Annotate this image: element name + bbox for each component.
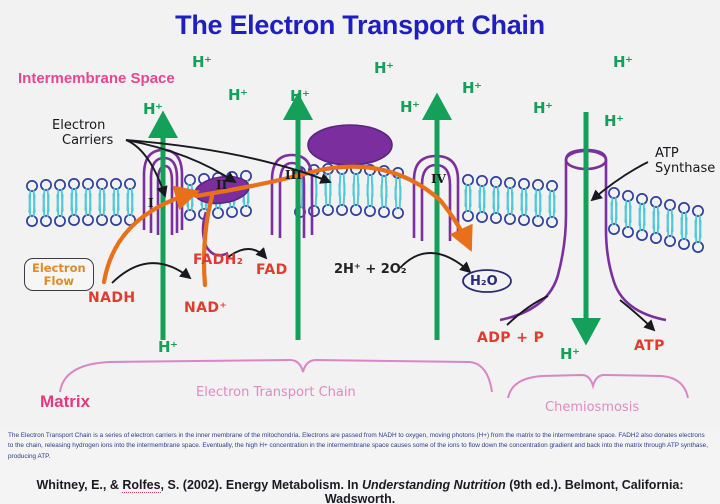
- proton-label: H⁺: [374, 59, 394, 77]
- complex-label-IV: IV: [431, 172, 446, 186]
- proton-label: H⁺: [228, 86, 248, 104]
- diagram-canvas: The Electron Transport Chain: [18, 10, 716, 415]
- molecule-label-oxygen-reactants: 2H⁺ + 2O₂: [334, 262, 407, 277]
- citation-authors: Whitney, E., &: [36, 478, 123, 492]
- membrane-bilayer-right: [607, 186, 705, 254]
- complex-label-III: III: [285, 168, 302, 182]
- electron-carriers-annotation: Electron Carriers: [52, 118, 113, 148]
- proton-flow-arrows: [148, 92, 601, 346]
- citation-book-title: Understanding Nutrition: [362, 478, 506, 492]
- proton-label: H⁺: [192, 53, 212, 71]
- electron-carriers-line-2: Carriers: [62, 133, 114, 148]
- figure-caption: The Electron Transport Chain is a series…: [8, 432, 709, 460]
- proton-label: H⁺: [560, 345, 580, 363]
- molecule-label-atp: ATP: [634, 338, 665, 354]
- membrane-bilayer-seg4: [461, 173, 559, 229]
- electron-flow-legend-box: Electron Flow: [24, 258, 94, 291]
- reaction-arrows: [111, 139, 656, 332]
- citation-rest-2: (9th ed.). Belmont, California: Wadswort…: [324, 478, 684, 504]
- section-brackets: [59, 358, 689, 399]
- water-circle: [462, 269, 512, 293]
- citation-rest-1: , S. (2002). Energy Metabolism. In: [160, 478, 362, 492]
- atp-synthase-annotation: ATP Synthase: [655, 146, 715, 176]
- electron-flow-line-2: Flow: [43, 273, 74, 288]
- molecule-label-fadh2: FADH₂: [193, 252, 244, 268]
- atp-synthase-complex: [499, 148, 667, 322]
- proton-label: H⁺: [143, 100, 163, 118]
- intermembrane-space-label: Intermembrane Space: [18, 70, 175, 87]
- electron-flow-path: [101, 164, 473, 288]
- proton-label: H⁺: [400, 98, 420, 116]
- proton-label: H⁺: [533, 99, 553, 117]
- molecule-label-fad: FAD: [256, 262, 288, 278]
- molecule-label-nad-plus: NAD⁺: [184, 300, 228, 316]
- molecule-label-water: H₂O: [470, 274, 498, 289]
- electron-carriers-line-1: Electron: [52, 118, 106, 133]
- proton-label: H⁺: [613, 53, 633, 71]
- bracket-label-electron-transport-chain: Electron Transport Chain: [196, 385, 356, 400]
- proton-label: H⁺: [290, 87, 310, 105]
- molecule-label-nadh: NADH: [88, 290, 136, 306]
- proton-label: H⁺: [604, 112, 624, 130]
- page-title: The Electron Transport Chain: [175, 10, 545, 40]
- atp-synthase-line-1: ATP: [655, 146, 679, 161]
- complex-label-I: I: [148, 196, 154, 210]
- matrix-label: Matrix: [40, 392, 91, 411]
- molecule-label-adp-p: ADP + P: [477, 330, 545, 346]
- electron-transport-chain-illustration: [25, 92, 705, 399]
- electron-flow-line-1: Electron: [32, 261, 86, 275]
- membrane-bilayer-left: [25, 177, 137, 228]
- citation-misspelled-name: Rolfes: [122, 478, 161, 493]
- atp-synthase-line-2: Synthase: [655, 161, 716, 176]
- proton-label: H⁺: [462, 79, 482, 97]
- bracket-label-chemiosmosis: Chemiosmosis: [545, 400, 640, 415]
- citation-line: Whitney, E., & Rolfes, S. (2002). Energy…: [0, 478, 720, 504]
- complex-label-II: II: [216, 178, 228, 192]
- proton-label: H⁺: [158, 338, 178, 356]
